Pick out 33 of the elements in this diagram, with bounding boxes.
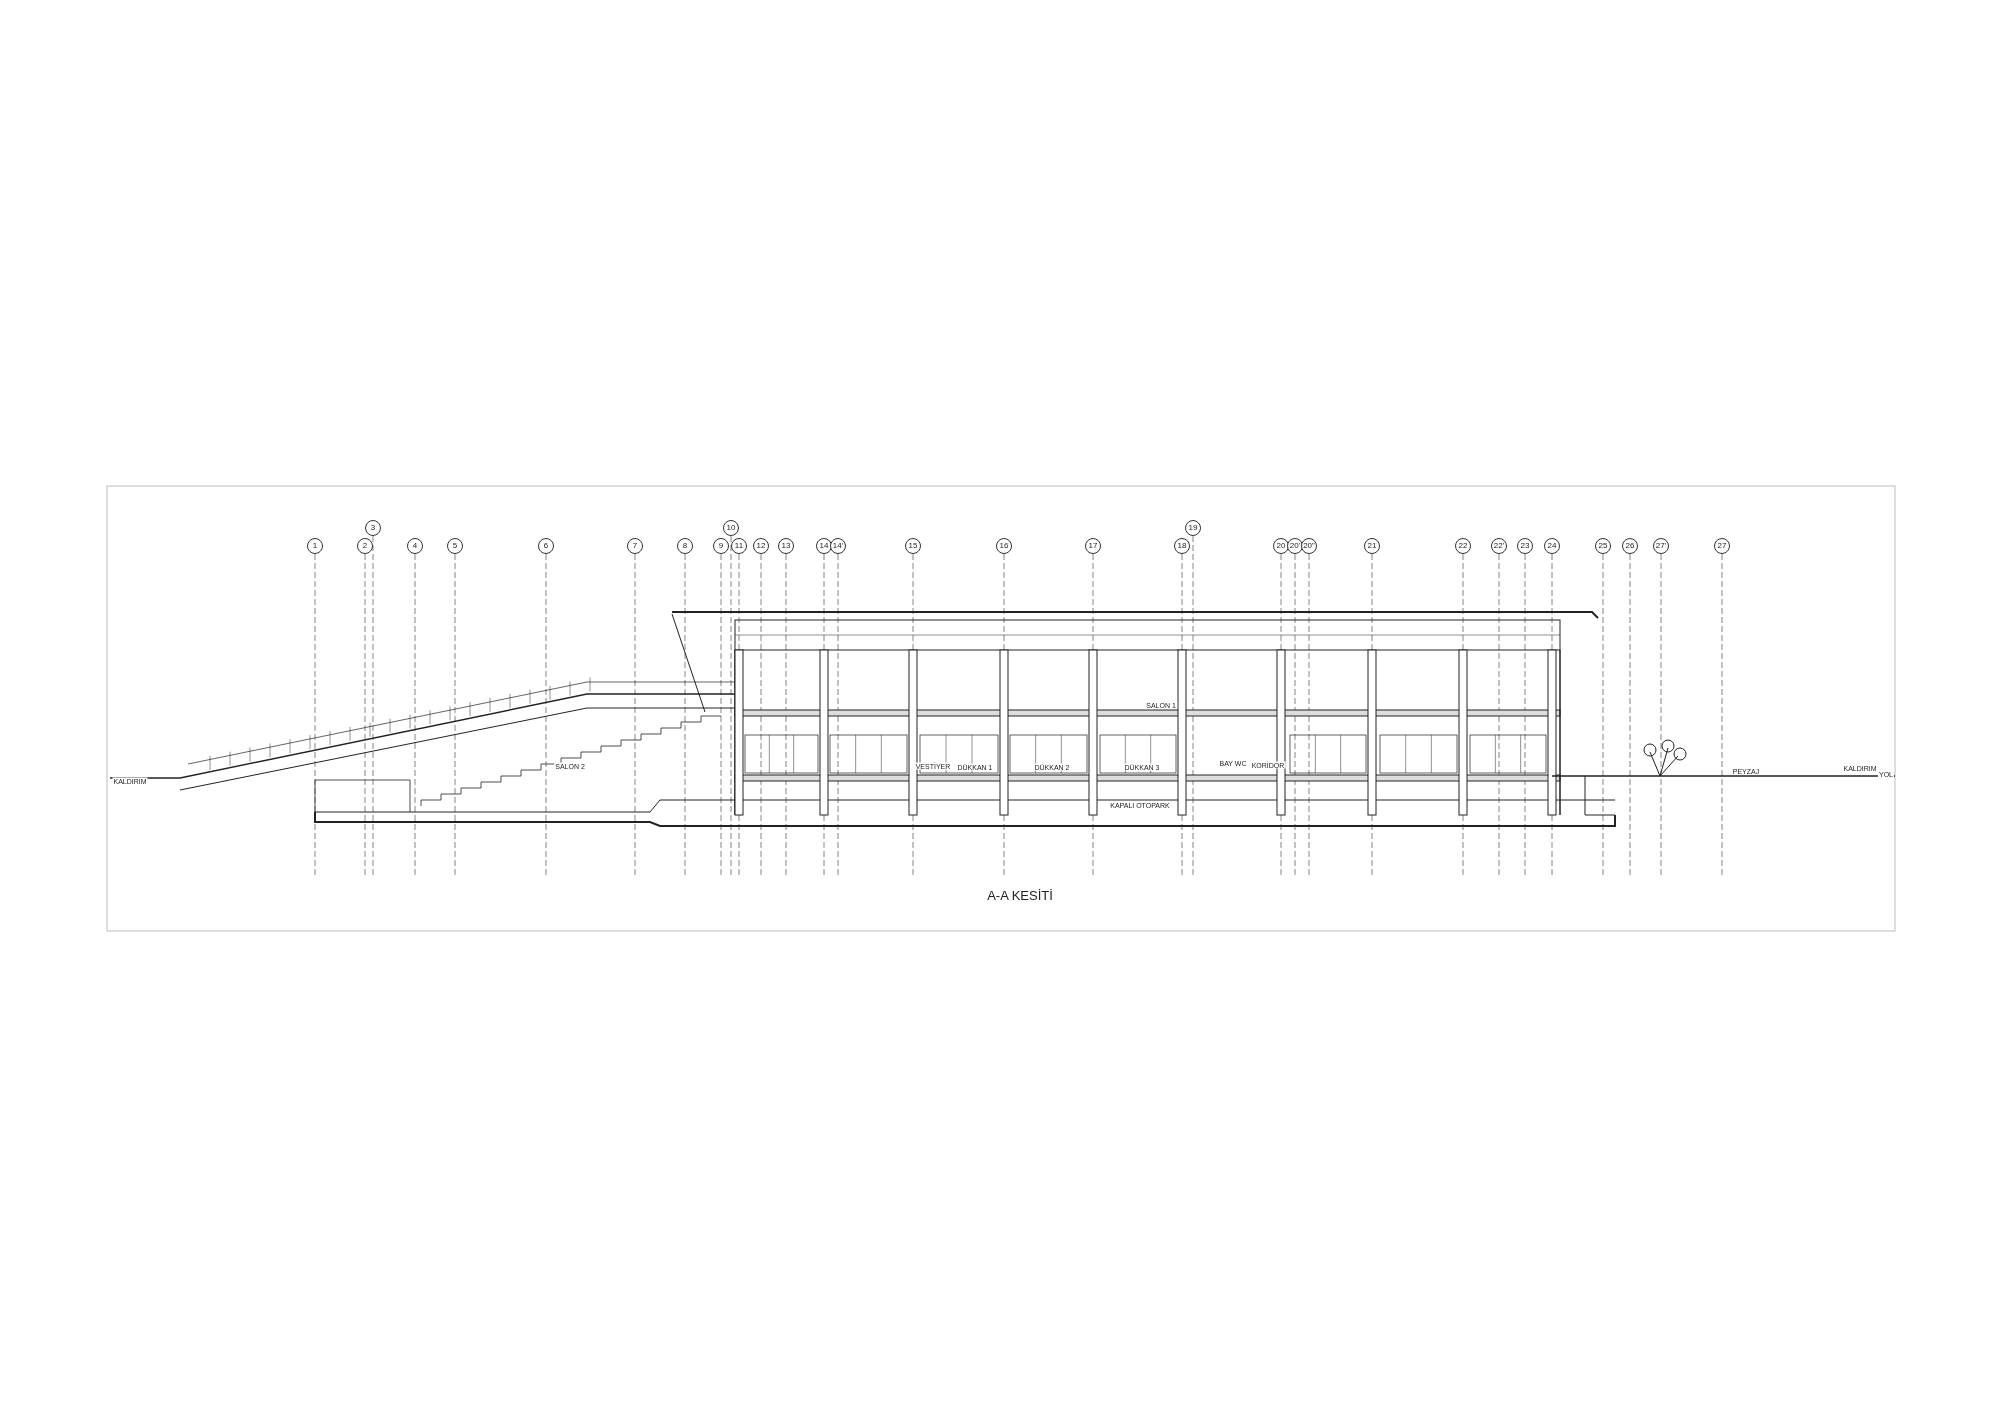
grid-bubble: 20 [1273,538,1289,554]
grid-bubble: 1 [307,538,323,554]
section-title: A-A KESİTİ [987,888,1053,902]
grid-bubble: 8 [677,538,693,554]
grid-bubble: 27' [1653,538,1669,554]
grid-bubble: 20" [1301,538,1317,554]
grid-bubble: 23 [1517,538,1533,554]
grid-bubble: 20' [1287,538,1303,554]
grid-bubble: 2 [357,538,373,554]
grid-bubble: 5 [447,538,463,554]
grid-bubble: 14' [830,538,846,554]
grid-bubble: 9 [713,538,729,554]
grid-bubble: 19 [1185,520,1201,536]
grid-bubble: 22' [1491,538,1507,554]
grid-bubble: 24 [1544,538,1560,554]
grid-bubble: 10 [723,520,739,536]
grid-bubble: 14 [816,538,832,554]
grid-bubble: 27 [1714,538,1730,554]
grid-bubble: 21 [1364,538,1380,554]
grid-bubble: 22 [1455,538,1471,554]
grid-bubble: 16 [996,538,1012,554]
grid-bubble: 7 [627,538,643,554]
grid-bubble: 17 [1085,538,1101,554]
grid-bubble: 18 [1174,538,1190,554]
grid-bubble: 15 [905,538,921,554]
grid-bubble: 6 [538,538,554,554]
grid-bubble: 3 [365,520,381,536]
grid-bubble: 11 [731,538,747,554]
grid-bubble: 13 [778,538,794,554]
grid-bubble: 4 [407,538,423,554]
grid-bubble: 25 [1595,538,1611,554]
grid-bubble: 12 [753,538,769,554]
grid-bubble: 26 [1622,538,1638,554]
